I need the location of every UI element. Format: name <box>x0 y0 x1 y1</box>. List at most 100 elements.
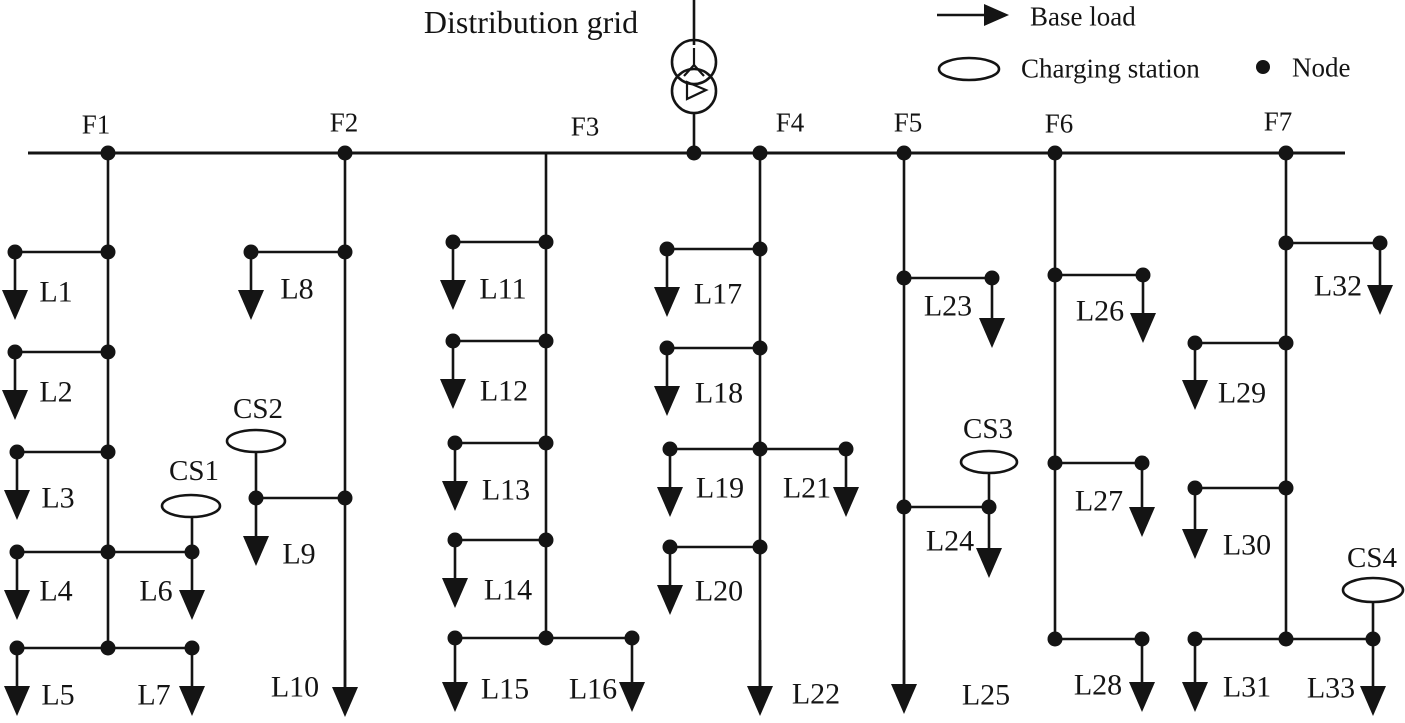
load-arrowhead-L15 <box>442 682 468 712</box>
feeder-label-F7: F7 <box>1264 106 1293 136</box>
load-arrowhead-L9 <box>243 536 269 566</box>
load-label-L20: L20 <box>695 575 743 608</box>
node-dot <box>896 145 912 161</box>
node-dot <box>1047 145 1063 161</box>
load-label-L21: L21 <box>783 472 831 505</box>
charging-station-icon-CS4 <box>1341 576 1405 604</box>
load-label-L16: L16 <box>569 673 617 706</box>
node-dot <box>896 499 912 515</box>
legend-charging-station-label: Charging station <box>1021 53 1200 83</box>
node-dot <box>896 270 912 286</box>
feeder-label-F6: F6 <box>1045 108 1074 138</box>
charging-station-icon-CS1 <box>160 493 222 519</box>
load-arrowhead-L1 <box>2 290 28 320</box>
load-label-L27: L27 <box>1075 485 1123 518</box>
station-label-CS3: CS3 <box>963 413 1013 445</box>
node-dot <box>1278 235 1294 251</box>
base-load-arrowhead-icon <box>984 4 1009 26</box>
node-dot <box>538 234 554 250</box>
load-label-L11: L11 <box>479 273 526 306</box>
load-arrowhead-L29 <box>1182 380 1208 410</box>
load-arrowhead-L10 <box>332 687 358 717</box>
node-dot <box>1278 145 1294 161</box>
node-dot <box>100 145 116 161</box>
load-label-L2: L2 <box>39 376 72 409</box>
load-label-L32: L32 <box>1314 270 1362 303</box>
node-dot <box>752 340 768 356</box>
delta-symbol <box>685 80 709 101</box>
wye-symbol <box>693 64 705 77</box>
load-arrowhead-L5 <box>4 686 30 716</box>
load-arrowhead-L26 <box>1130 313 1156 343</box>
load-arrowhead-L30 <box>1182 529 1208 559</box>
load-arrowhead-L20 <box>657 585 683 615</box>
wires-layer <box>15 151 1380 694</box>
node-dot <box>1047 631 1063 647</box>
load-arrowhead-L16 <box>619 682 645 712</box>
node-dot <box>686 145 702 161</box>
load-label-L25: L25 <box>962 679 1010 712</box>
node-dot <box>337 145 353 161</box>
feeder-label-F5: F5 <box>894 107 923 137</box>
page-title: Distribution grid <box>424 4 638 40</box>
load-label-L23: L23 <box>924 290 972 323</box>
load-arrowhead-L22 <box>747 686 773 716</box>
node-dot <box>1278 480 1294 496</box>
node-dot <box>337 244 353 260</box>
load-arrowhead-L25 <box>891 684 917 714</box>
load-arrowhead-L32 <box>1367 285 1393 315</box>
load-arrowhead-L13 <box>442 481 468 511</box>
legend: Base load Charging station Node <box>937 1 1350 83</box>
node-dot <box>100 640 116 656</box>
load-label-L14: L14 <box>484 574 532 607</box>
load-arrowhead-L4 <box>4 590 30 620</box>
station-label-CS2: CS2 <box>233 393 283 425</box>
node-dot <box>1278 631 1294 647</box>
wye-symbol <box>683 64 695 77</box>
node-dot <box>752 441 768 457</box>
feeder-label-F3: F3 <box>571 111 600 141</box>
load-arrowhead-L24 <box>976 548 1002 578</box>
node-dot <box>100 244 116 260</box>
node-dot <box>538 333 554 349</box>
node-dot <box>752 539 768 555</box>
legend-base-load-label: Base load <box>1030 1 1136 31</box>
load-arrowhead-L14 <box>442 578 468 608</box>
load-label-L15: L15 <box>481 673 529 706</box>
load-label-L22: L22 <box>792 678 840 711</box>
load-label-L6: L6 <box>139 575 172 608</box>
charging-station-icon-CS3 <box>959 449 1019 475</box>
load-label-L31: L31 <box>1223 671 1271 704</box>
load-label-L9: L9 <box>282 538 315 571</box>
load-label-L30: L30 <box>1223 529 1271 562</box>
load-arrowhead-L28 <box>1129 682 1155 712</box>
node-dot <box>538 435 554 451</box>
node-dot <box>1047 455 1063 471</box>
node-dot <box>100 544 116 560</box>
load-label-L28: L28 <box>1074 669 1122 702</box>
load-label-L12: L12 <box>480 375 528 408</box>
charging-station-icon-CS2 <box>225 428 287 454</box>
load-arrowhead-L18 <box>654 386 680 416</box>
load-label-L8: L8 <box>280 273 313 306</box>
station-label-CS1: CS1 <box>169 455 219 487</box>
station-label-CS4: CS4 <box>1347 542 1397 574</box>
load-arrowhead-L12 <box>440 379 466 409</box>
load-arrowhead-L8 <box>238 290 264 320</box>
load-label-L4: L4 <box>39 575 72 608</box>
load-arrowhead-L3 <box>4 490 30 520</box>
load-label-L10: L10 <box>271 671 319 704</box>
load-arrowhead-L11 <box>440 280 466 310</box>
load-label-L19: L19 <box>696 472 744 505</box>
feeder-label-F4: F4 <box>776 107 805 137</box>
node-dot <box>100 444 116 460</box>
feeder-label-F2: F2 <box>330 107 359 137</box>
legend-node-label: Node <box>1292 52 1350 82</box>
node-dot <box>752 241 768 257</box>
load-arrowhead-L33 <box>1360 686 1386 716</box>
load-arrowhead-L17 <box>654 287 680 317</box>
load-label-L5: L5 <box>41 679 74 712</box>
node-dot <box>538 532 554 548</box>
